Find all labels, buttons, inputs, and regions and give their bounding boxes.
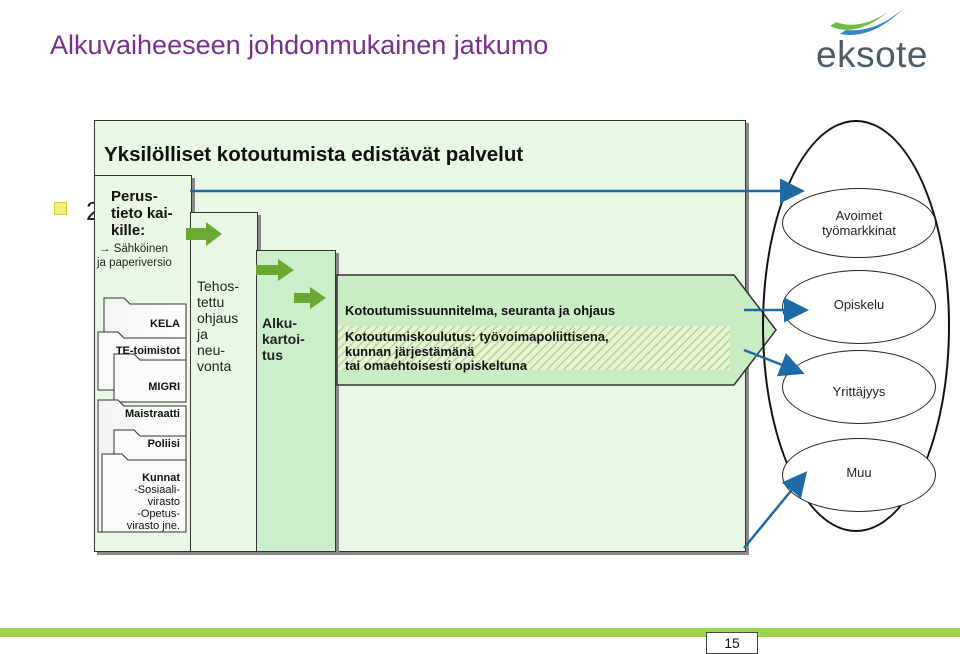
guidance-column xyxy=(190,212,258,552)
blue-arrows xyxy=(190,178,809,549)
folder-stack-top xyxy=(97,297,187,403)
org-te-toimistot: TE-toimistot xyxy=(115,345,180,357)
folder-stack-bottom xyxy=(97,399,187,533)
org-poliisi: Poliisi xyxy=(147,438,180,450)
organization-folders xyxy=(97,297,187,533)
org-kela: KELA xyxy=(150,318,180,330)
logo-swoosh-icon xyxy=(830,8,904,35)
basic-info-heading: Perus- tieto kai- kille: xyxy=(111,188,173,239)
org-maistraatti: Maistraatti xyxy=(124,408,180,420)
format-note: → Sähköinen ja paperiversio xyxy=(97,243,172,269)
integration-plan-text: Kotoutumissuunnitelma, seuranta ja ohjau… xyxy=(345,303,616,318)
initial-assessment-text: Alku- kartoi- tus xyxy=(262,315,305,363)
process-arrow xyxy=(336,274,777,386)
arrow-right-icon: → xyxy=(99,243,111,255)
green-arrows xyxy=(186,222,326,309)
outcomes-ellipse xyxy=(762,120,950,532)
page-number: 15 xyxy=(706,632,758,654)
footer-bar xyxy=(0,628,960,637)
logo-wordmark: eksote xyxy=(816,34,929,75)
outcome-entrepreneurship: Yrittäjyys xyxy=(782,350,936,424)
enhanced-guidance-text: Tehos- tettu ohjaus ja neu- vonta xyxy=(197,278,240,374)
org-migri: MIGRI xyxy=(148,381,180,393)
bullet-marker xyxy=(54,202,67,215)
integration-training-text: Kotoutumiskoulutus: työvoimapoliittisena… xyxy=(345,329,609,373)
panel-heading: Yksilölliset kotoutumista edistävät palv… xyxy=(104,143,524,166)
org-kunnat: Kunnat -Sosiaali- virasto -Opetus- viras… xyxy=(126,472,180,532)
slide-title: Alkuvaiheeseen johdonmukainen jatkumo xyxy=(50,30,549,60)
